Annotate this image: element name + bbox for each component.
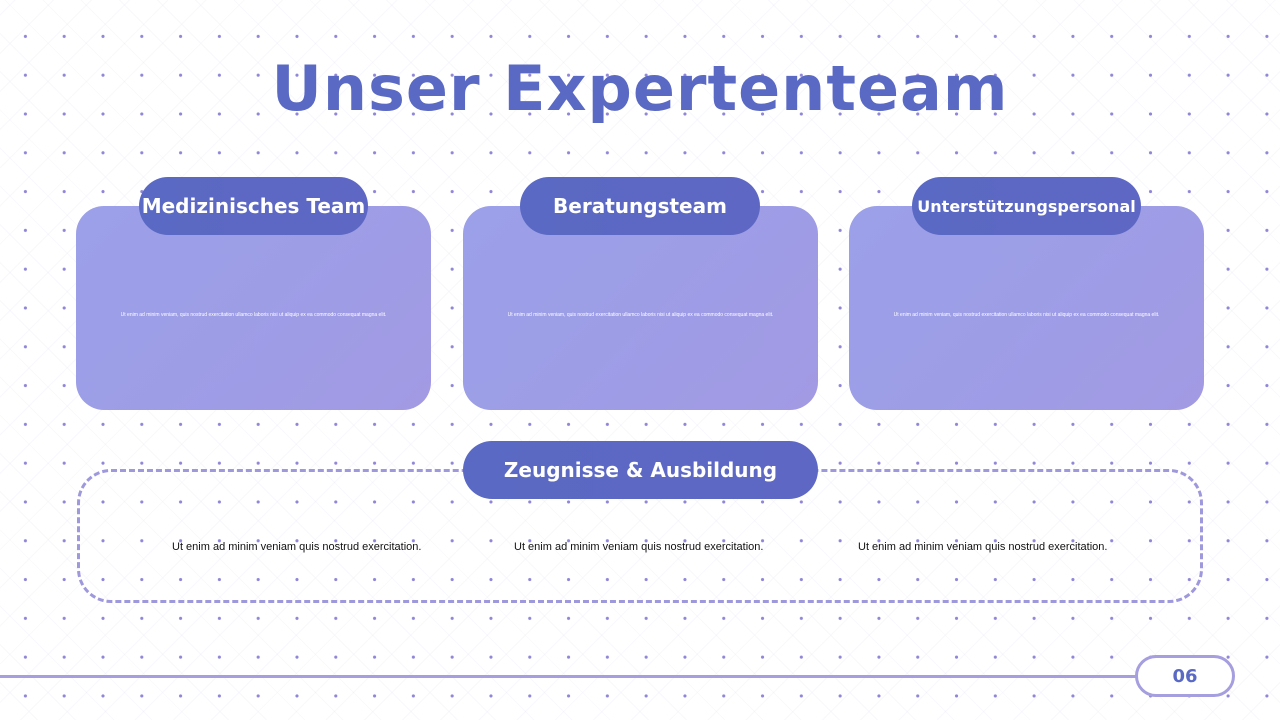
credentials-label: Zeugnisse & Ausbildung bbox=[463, 441, 818, 499]
team-card-text: Ut enim ad minim veniam, quis nostrud ex… bbox=[120, 312, 387, 318]
credential-item: Ut enim ad minim veniam quis nostrud exe… bbox=[858, 541, 1108, 553]
team-label-consulting: Beratungsteam bbox=[520, 177, 760, 235]
page-number: 06 bbox=[1135, 655, 1235, 697]
team-card-text: Ut enim ad minim veniam, quis nostrud ex… bbox=[893, 312, 1160, 318]
footer-divider bbox=[0, 675, 1140, 678]
team-card-text: Ut enim ad minim veniam, quis nostrud ex… bbox=[507, 312, 774, 318]
team-card-support: Ut enim ad minim veniam, quis nostrud ex… bbox=[849, 206, 1204, 410]
page-title: Unser Expertenteam bbox=[271, 52, 1009, 125]
team-card-medical: Ut enim ad minim veniam, quis nostrud ex… bbox=[76, 206, 431, 410]
credential-item: Ut enim ad minim veniam quis nostrud exe… bbox=[172, 541, 422, 553]
team-label-support: Unterstützungspersonal bbox=[912, 177, 1141, 235]
team-label-medical: Medizinisches Team bbox=[139, 177, 368, 235]
credential-item: Ut enim ad minim veniam quis nostrud exe… bbox=[514, 541, 764, 553]
team-card-consulting: Ut enim ad minim veniam, quis nostrud ex… bbox=[463, 206, 818, 410]
